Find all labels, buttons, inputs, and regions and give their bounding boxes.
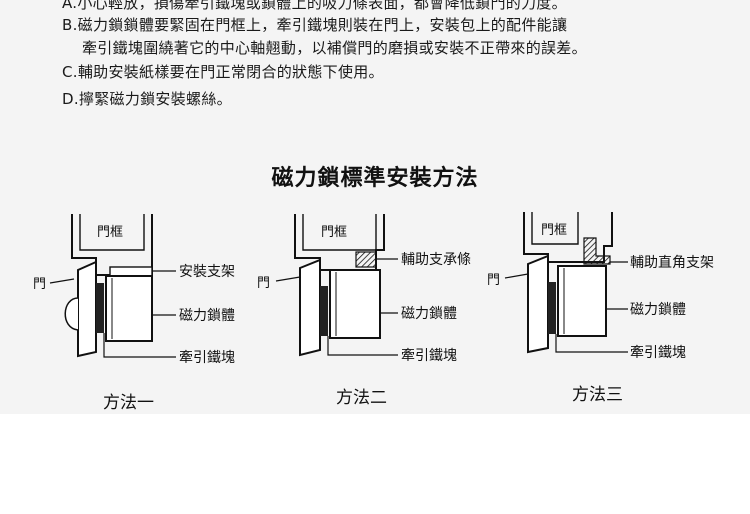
door-label: 門 xyxy=(33,277,46,292)
door-label: 門 xyxy=(487,273,500,288)
manual-page: A.小心輕放，損傷牽引鐵塊或鎖體上的吸力條表面，都會降低鎖門的力度。 B.磁力鎖… xyxy=(0,0,750,414)
accessory-label: 安裝支架 xyxy=(179,264,235,280)
armature-label: 牽引鐵塊 xyxy=(179,349,235,366)
armature-label: 牽引鐵塊 xyxy=(630,344,686,361)
mounting-bracket xyxy=(109,266,153,277)
door-frame-inner xyxy=(79,214,145,251)
door-leaf xyxy=(77,260,97,358)
door-frame-outline xyxy=(523,212,613,263)
instruction-a: A.小心輕放，損傷牽引鐵塊或鎖體上的吸力條表面，都會降低鎖門的力度。 xyxy=(62,0,567,12)
lock-body xyxy=(105,275,153,342)
method-2-diagram: 門框 門 輔助支承條 磁力鎖體 牽引鐵塊 方法二 xyxy=(257,214,471,408)
door-frame-outline xyxy=(71,214,153,276)
door-handle-icon xyxy=(64,297,79,331)
accessory-label: 輔助直角支架 xyxy=(630,254,714,271)
door-frame-label: 門框 xyxy=(97,225,123,240)
method-caption: 方法三 xyxy=(572,385,623,405)
right-angle-bracket xyxy=(583,237,611,265)
door-frame-label: 門框 xyxy=(541,223,567,238)
installation-diagrams: 門框 門 安裝支架 磁力鎖體 牽引鐵塊 方法一 xyxy=(33,212,714,413)
instruction-b: B.磁力鎖鎖體要緊固在門框上，牽引鐵塊則裝在門上，安裝包上的配件能讓 xyxy=(62,16,568,34)
instruction-d: D.擰緊磁力鎖安裝螺絲。 xyxy=(62,90,232,108)
accessory-label: 輔助支承條 xyxy=(401,252,471,268)
door-leaf xyxy=(527,254,549,354)
door-frame-inner xyxy=(531,212,579,245)
instruction-b-continued: 牽引鐵塊圍繞著它的中心軸翹動，以補償門的磨損或安裝不正帶來的誤差。 xyxy=(82,39,587,57)
door-label: 門 xyxy=(257,276,270,291)
method-caption: 方法二 xyxy=(336,388,387,408)
door-leaf xyxy=(299,258,321,357)
door-frame-label: 門框 xyxy=(321,225,347,240)
lock-body xyxy=(329,269,381,339)
armature-label: 牽引鐵塊 xyxy=(401,347,457,364)
section-title: 磁力鎖標準安裝方法 xyxy=(271,166,479,191)
door-frame-inner xyxy=(302,214,377,251)
method-3-diagram: 門框 門 輔助直角支架 磁力鎖體 牽引鐵塊 方法三 xyxy=(487,212,714,405)
armature-plate xyxy=(320,286,328,336)
lock-body-label: 磁力鎖體 xyxy=(401,306,457,322)
support-strip xyxy=(355,251,377,268)
lock-body xyxy=(557,265,607,337)
armature-plate xyxy=(96,283,104,333)
armature-plate xyxy=(548,282,556,334)
method-1-diagram: 門框 門 安裝支架 磁力鎖體 牽引鐵塊 方法一 xyxy=(33,214,235,413)
lock-body-label: 磁力鎖體 xyxy=(179,308,235,324)
lock-body-label: 磁力鎖體 xyxy=(630,302,686,318)
method-caption: 方法一 xyxy=(103,393,154,413)
instruction-c: C.輔助安裝紙樣要在門正常閉合的狀態下使用。 xyxy=(62,63,384,81)
